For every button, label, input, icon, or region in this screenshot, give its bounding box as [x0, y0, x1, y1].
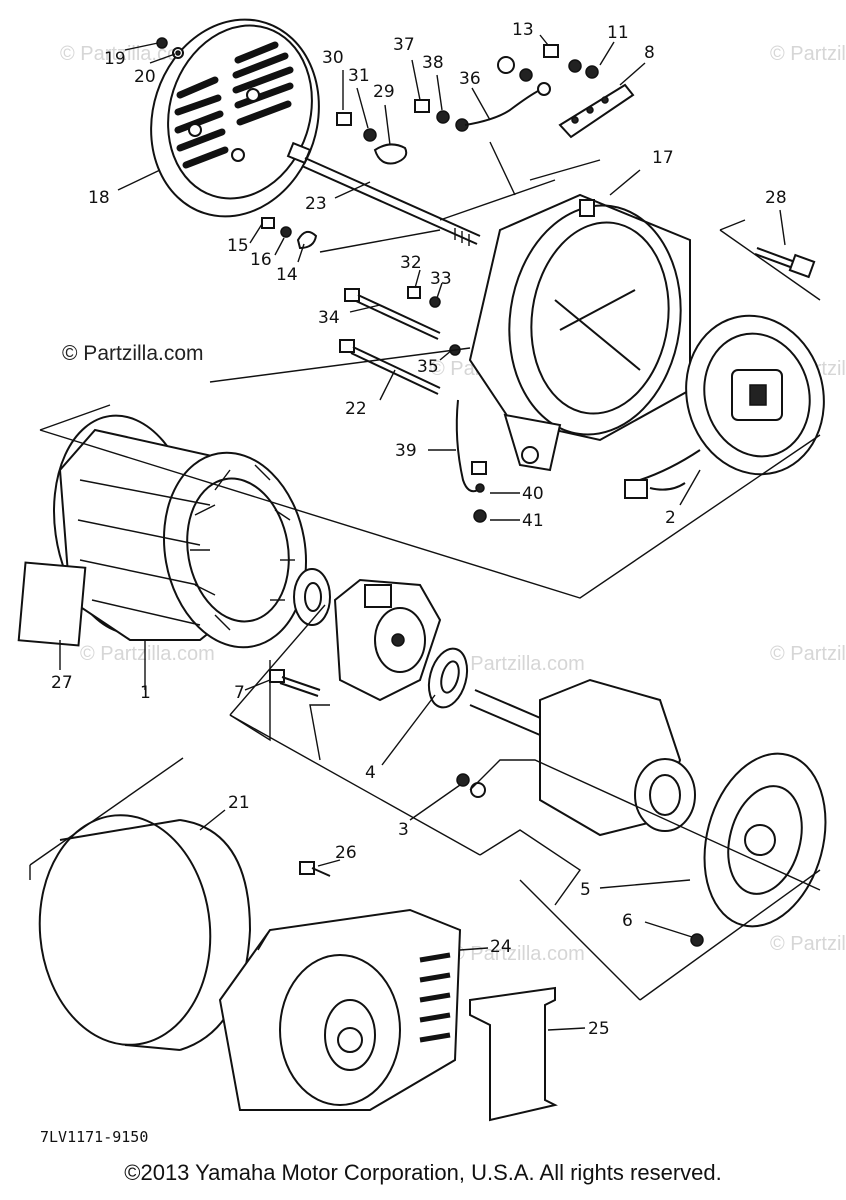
label-33: 33 [430, 269, 452, 289]
rotor-assembly [269, 568, 442, 702]
watermark: © Partzilla.com [80, 643, 215, 665]
label-22: 22 [345, 399, 367, 419]
label-6: 6 [622, 911, 633, 931]
label-13: 13 [512, 20, 534, 40]
label-27: 27 [51, 673, 73, 693]
rotor-fan-part-5 [469, 678, 827, 947]
label-7: 7 [234, 683, 245, 703]
label-28: 28 [765, 188, 787, 208]
label-40: 40 [522, 484, 544, 504]
bolt-part-28 [754, 247, 816, 279]
exploded-parts-diagram: © Partzilla.com © Partzilla.com © Partzi… [17, 18, 846, 1146]
label-15: 15 [227, 236, 249, 256]
label-30: 30 [322, 48, 344, 68]
watermark: © Partzilla.com [770, 43, 846, 65]
label-37: 37 [393, 35, 415, 55]
label-17: 17 [652, 148, 674, 168]
label-1: 1 [140, 683, 151, 703]
bolt-washer-19-20 [156, 37, 184, 59]
label-16: 16 [250, 250, 272, 270]
label-31: 31 [348, 66, 370, 86]
label-34: 34 [318, 308, 340, 328]
band-part-21 [38, 814, 252, 1051]
bearing-part-4 [427, 647, 486, 798]
grille-cover-part-18 [150, 18, 320, 218]
label-32: 32 [400, 253, 422, 273]
drawing-code: 7LV1171-9150 [40, 1128, 148, 1146]
label-18: 18 [88, 188, 110, 208]
hardware-15-16-14 [261, 217, 318, 250]
label-25: 25 [588, 1019, 610, 1039]
plate-part-27 [17, 561, 87, 647]
label-24: 24 [490, 937, 512, 957]
label-38: 38 [422, 53, 444, 73]
wire-hardware-39-41 [455, 399, 487, 523]
end-cover-part-24 [218, 908, 462, 1111]
label-35: 35 [417, 357, 439, 377]
leader-lines [29, 34, 821, 1031]
label-19: 19 [104, 49, 126, 69]
top-hardware [336, 44, 635, 165]
label-21: 21 [228, 793, 250, 813]
copyright-notice: ©2013 Yamaha Motor Corporation, U.S.A. A… [124, 1160, 722, 1185]
watermark: © Partzilla.com [450, 943, 585, 965]
label-36: 36 [459, 69, 481, 89]
label-23: 23 [305, 194, 327, 214]
watermark: © Partzilla.com [770, 643, 846, 665]
label-3: 3 [398, 820, 409, 840]
stator-part-1 [53, 414, 308, 649]
exciter-coil-part-2 [624, 314, 825, 499]
part-number-labels: 19 20 30 31 29 37 38 36 13 11 8 18 23 17… [51, 20, 787, 1039]
label-14: 14 [276, 265, 298, 285]
bolt-part-26 [299, 861, 331, 877]
label-4: 4 [365, 763, 376, 783]
label-29: 29 [373, 82, 395, 102]
label-5: 5 [580, 880, 591, 900]
end-housing-part-17 [468, 193, 691, 472]
watermark: © Partzilla.com [770, 933, 846, 955]
bolts-32-35-22 [339, 286, 461, 395]
label-11: 11 [607, 23, 629, 43]
label-39: 39 [395, 441, 417, 461]
bracket-part-25 [469, 986, 558, 1122]
label-2: 2 [665, 508, 676, 528]
label-26: 26 [335, 843, 357, 863]
label-41: 41 [522, 511, 544, 531]
label-8: 8 [644, 43, 655, 63]
through-bolt-part-23 [286, 141, 481, 246]
label-20: 20 [134, 67, 156, 87]
watermark: © Partzilla.com [450, 653, 585, 675]
watermark-main: © Partzilla.com [62, 342, 204, 365]
